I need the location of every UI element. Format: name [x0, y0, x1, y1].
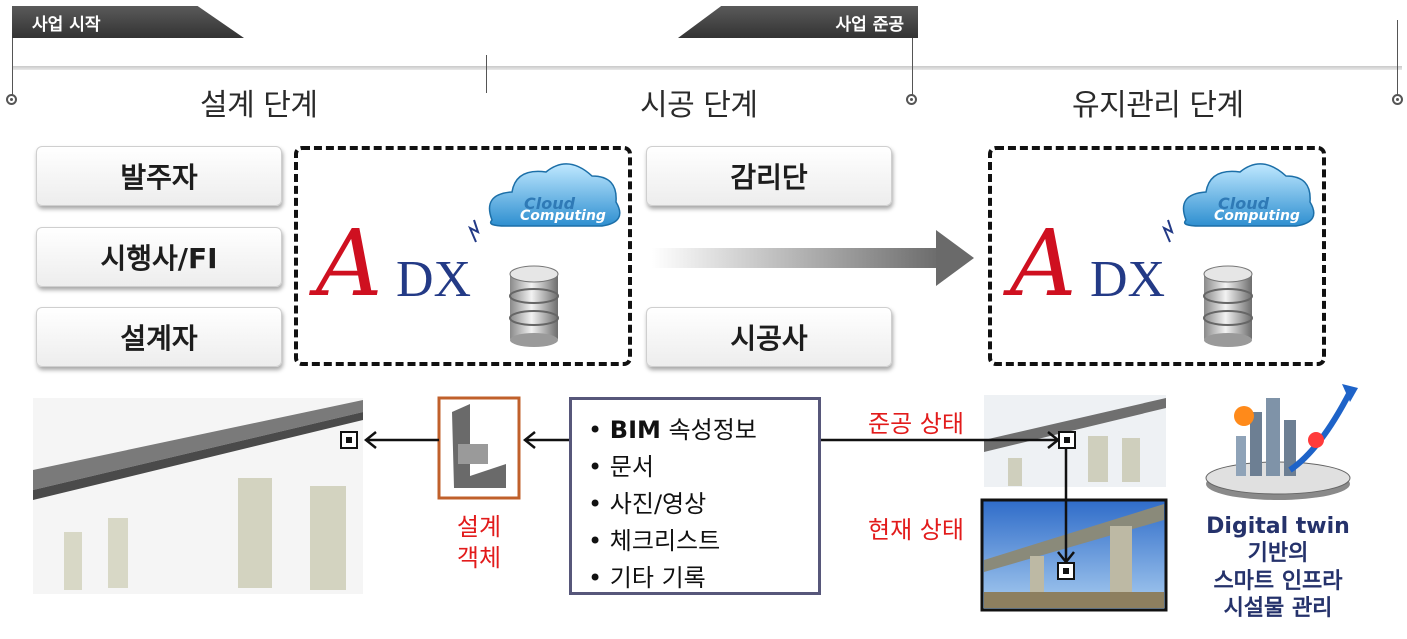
- cloud-word-cloud: Cloud: [524, 194, 576, 213]
- project-completion-flag: 사업 준공: [678, 6, 918, 38]
- timeline-tick-completion: [912, 20, 913, 100]
- cloud-word-cloud: Cloud: [1218, 194, 1270, 213]
- adx-logo-dx: DX: [396, 251, 472, 308]
- lightning-icon: [468, 219, 480, 243]
- info-item-media-label: 사진/영상: [609, 490, 707, 518]
- role-box-owner: 발주자: [36, 146, 282, 206]
- timeline-dot-end: [1392, 94, 1403, 105]
- as-built-state-label: 준공 상태: [868, 410, 964, 438]
- design-object-label: 설계 객체: [446, 512, 512, 574]
- record-info-box: • BIM 속성정보 • 문서 • 사진/영상 • 체크리스트 • 기타 기록: [569, 397, 821, 595]
- cloud-word-computing: Computing: [520, 208, 606, 224]
- info-item-media: • 사진/영상: [588, 490, 707, 518]
- caption-line3: 스마트 인프라: [1213, 568, 1343, 594]
- caption-line2: 기반의: [1247, 541, 1309, 567]
- project-start-flag: 사업 시작: [12, 6, 244, 38]
- info-item-bim: • BIM 속성정보: [588, 416, 757, 444]
- info-item-documents: • 문서: [588, 453, 654, 481]
- lightning-icon: [1162, 219, 1174, 243]
- adx-platform-box-design: A DX Cloud Computing: [294, 146, 632, 366]
- caption-line1: Digital twin: [1206, 514, 1350, 539]
- phase-construction-title: 시공 단계: [640, 88, 758, 123]
- cloud-word-computing: Computing: [1214, 208, 1300, 224]
- caption-line4: 시설물 관리: [1223, 595, 1333, 621]
- info-item-other-label: 기타 기록: [609, 564, 706, 592]
- timeline-tick-mid: [486, 55, 487, 93]
- adx-logo-dx: DX: [1090, 251, 1166, 308]
- database-icon: [1203, 265, 1253, 347]
- adx-platform-box-maintenance: A DX Cloud Computing: [988, 146, 1326, 366]
- current-state-label: 현재 상태: [868, 516, 964, 544]
- phase-design-title: 설계 단계: [200, 88, 318, 123]
- timeline-dot-completion: [906, 94, 917, 105]
- attribute-info-label: 속성정보: [668, 416, 757, 444]
- info-item-checklist-label: 체크리스트: [609, 527, 721, 555]
- timeline-bar: [12, 66, 1402, 70]
- info-item-checklist: • 체크리스트: [588, 527, 721, 555]
- cloud-icon: [1182, 163, 1315, 227]
- digital-twin-caption: Digital twin 기반의 스마트 인프라 시설물 관리: [1198, 513, 1358, 622]
- bim-keyword: BIM: [609, 416, 661, 444]
- timeline-dot-start: [6, 94, 17, 105]
- adx-logo-a: A: [316, 210, 383, 317]
- design-object-label-line2: 객체: [456, 544, 502, 573]
- timeline-tick-start: [12, 20, 13, 98]
- design-object-label-line1: 설계: [456, 513, 502, 541]
- info-item-documents-label: 문서: [609, 453, 654, 481]
- role-box-supervisor: 감리단: [646, 146, 892, 206]
- role-box-designer: 설계자: [36, 307, 282, 367]
- database-icon: [509, 265, 559, 347]
- cloud-icon: [488, 163, 621, 227]
- phase-maintenance-title: 유지관리 단계: [1072, 88, 1244, 123]
- adx-logo-a: A: [1010, 210, 1077, 317]
- role-box-developer: 시행사/FI: [36, 227, 282, 287]
- timeline-tick-end: [1397, 20, 1398, 100]
- role-box-contractor: 시공사: [646, 307, 892, 367]
- info-item-other: • 기타 기록: [588, 564, 706, 592]
